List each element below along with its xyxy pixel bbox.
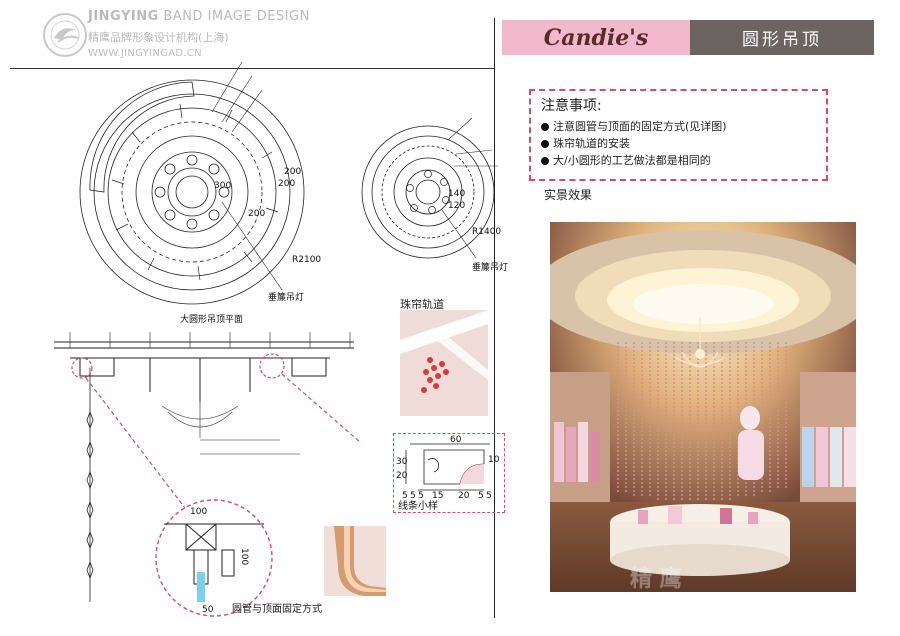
dim-label: R2100 <box>292 255 321 265</box>
company-name-en: JINGYING BAND IMAGE DESIGN <box>88 9 310 24</box>
header-rule <box>10 68 494 69</box>
bullet-icon <box>541 140 549 148</box>
dim-label: 5 <box>410 491 416 501</box>
note-item: 大/小圆形的工艺做法都是相同的 <box>541 152 816 169</box>
dim-label: 200 <box>284 167 301 177</box>
dim-label: 5 <box>486 491 492 501</box>
notes-title: 注意事项: <box>541 98 602 114</box>
dim-label: 20 <box>458 491 470 501</box>
dim-label: 60 <box>450 435 462 445</box>
company-name-cn: 精鹰品牌形象设计机构(上海) <box>88 31 229 44</box>
dim-label: 300 <box>214 181 231 191</box>
brand-name: Candie's <box>543 24 649 51</box>
dim-label: 5 <box>418 491 424 501</box>
tube-fixing-detail: 100 100 50 <box>155 499 273 617</box>
large-ring-plan: 300 200 200 200 R2100 垂簾吊灯 <box>79 61 321 305</box>
dim-label: 140 <box>448 189 465 199</box>
svg-text:精 鹰: 精 鹰 <box>630 566 682 592</box>
profile-box: 60 30 20 10 5 5 5 15 20 5 5 线条小样 <box>393 433 505 513</box>
plan-label: 垂簾吊灯 <box>268 291 304 303</box>
dim-label: 50 <box>202 605 214 615</box>
dim-label: 100 <box>239 548 249 565</box>
note-item: 珠帘轨道的安装 <box>541 135 816 152</box>
dim-label: 15 <box>432 491 443 501</box>
dim-label: 20 <box>396 471 408 481</box>
note-item: 注意圆管与顶面的固定方式(见详图) <box>541 118 816 135</box>
dim-label: 5 <box>478 491 484 501</box>
page-title: 圆形吊顶 <box>690 20 874 55</box>
small-ring-plan: 140 120 R1400 垂簾吊灯 <box>361 117 508 273</box>
section-title: 大圆形吊顶平面 <box>180 313 243 325</box>
page-header: Candie's 圆形吊顶 <box>502 20 874 55</box>
dim-label: 100 <box>190 507 207 517</box>
dim-label: 200 <box>278 179 295 189</box>
detail-label: 圆管与顶面固定方式 <box>232 604 322 615</box>
plan-label: 垂簾吊灯 <box>472 261 508 273</box>
center-divider <box>494 18 495 618</box>
brand-logo: Candie's <box>502 20 690 55</box>
bullet-icon <box>541 157 549 165</box>
company-logo <box>42 12 88 58</box>
store-photo: 精 鹰 <box>550 222 856 592</box>
profile-label: 线条小样 <box>398 499 438 512</box>
notes-box: 注意事项: 注意圆管与顶面的固定方式(见详图) 珠帘轨道的安装 大/小圆形的工艺… <box>529 89 828 181</box>
dim-label: 120 <box>448 201 465 211</box>
bead-track-label: 珠帘轨道 <box>400 298 444 311</box>
photo-label: 实景效果 <box>544 188 593 202</box>
dim-label: 30 <box>396 457 408 467</box>
dim-label: 10 <box>488 455 500 465</box>
logo-seal-icon <box>43 13 87 57</box>
bullet-icon <box>541 123 549 131</box>
dim-label: R1400 <box>472 227 501 237</box>
ceiling-section: 大圆形吊顶平面 <box>54 313 360 602</box>
company-website: WWW.JINGYINGAD.CN <box>88 48 202 59</box>
bead-track-photo <box>400 310 488 416</box>
detail-photo <box>324 526 386 596</box>
dim-label: 5 <box>402 491 408 501</box>
dim-label: 200 <box>248 209 265 219</box>
